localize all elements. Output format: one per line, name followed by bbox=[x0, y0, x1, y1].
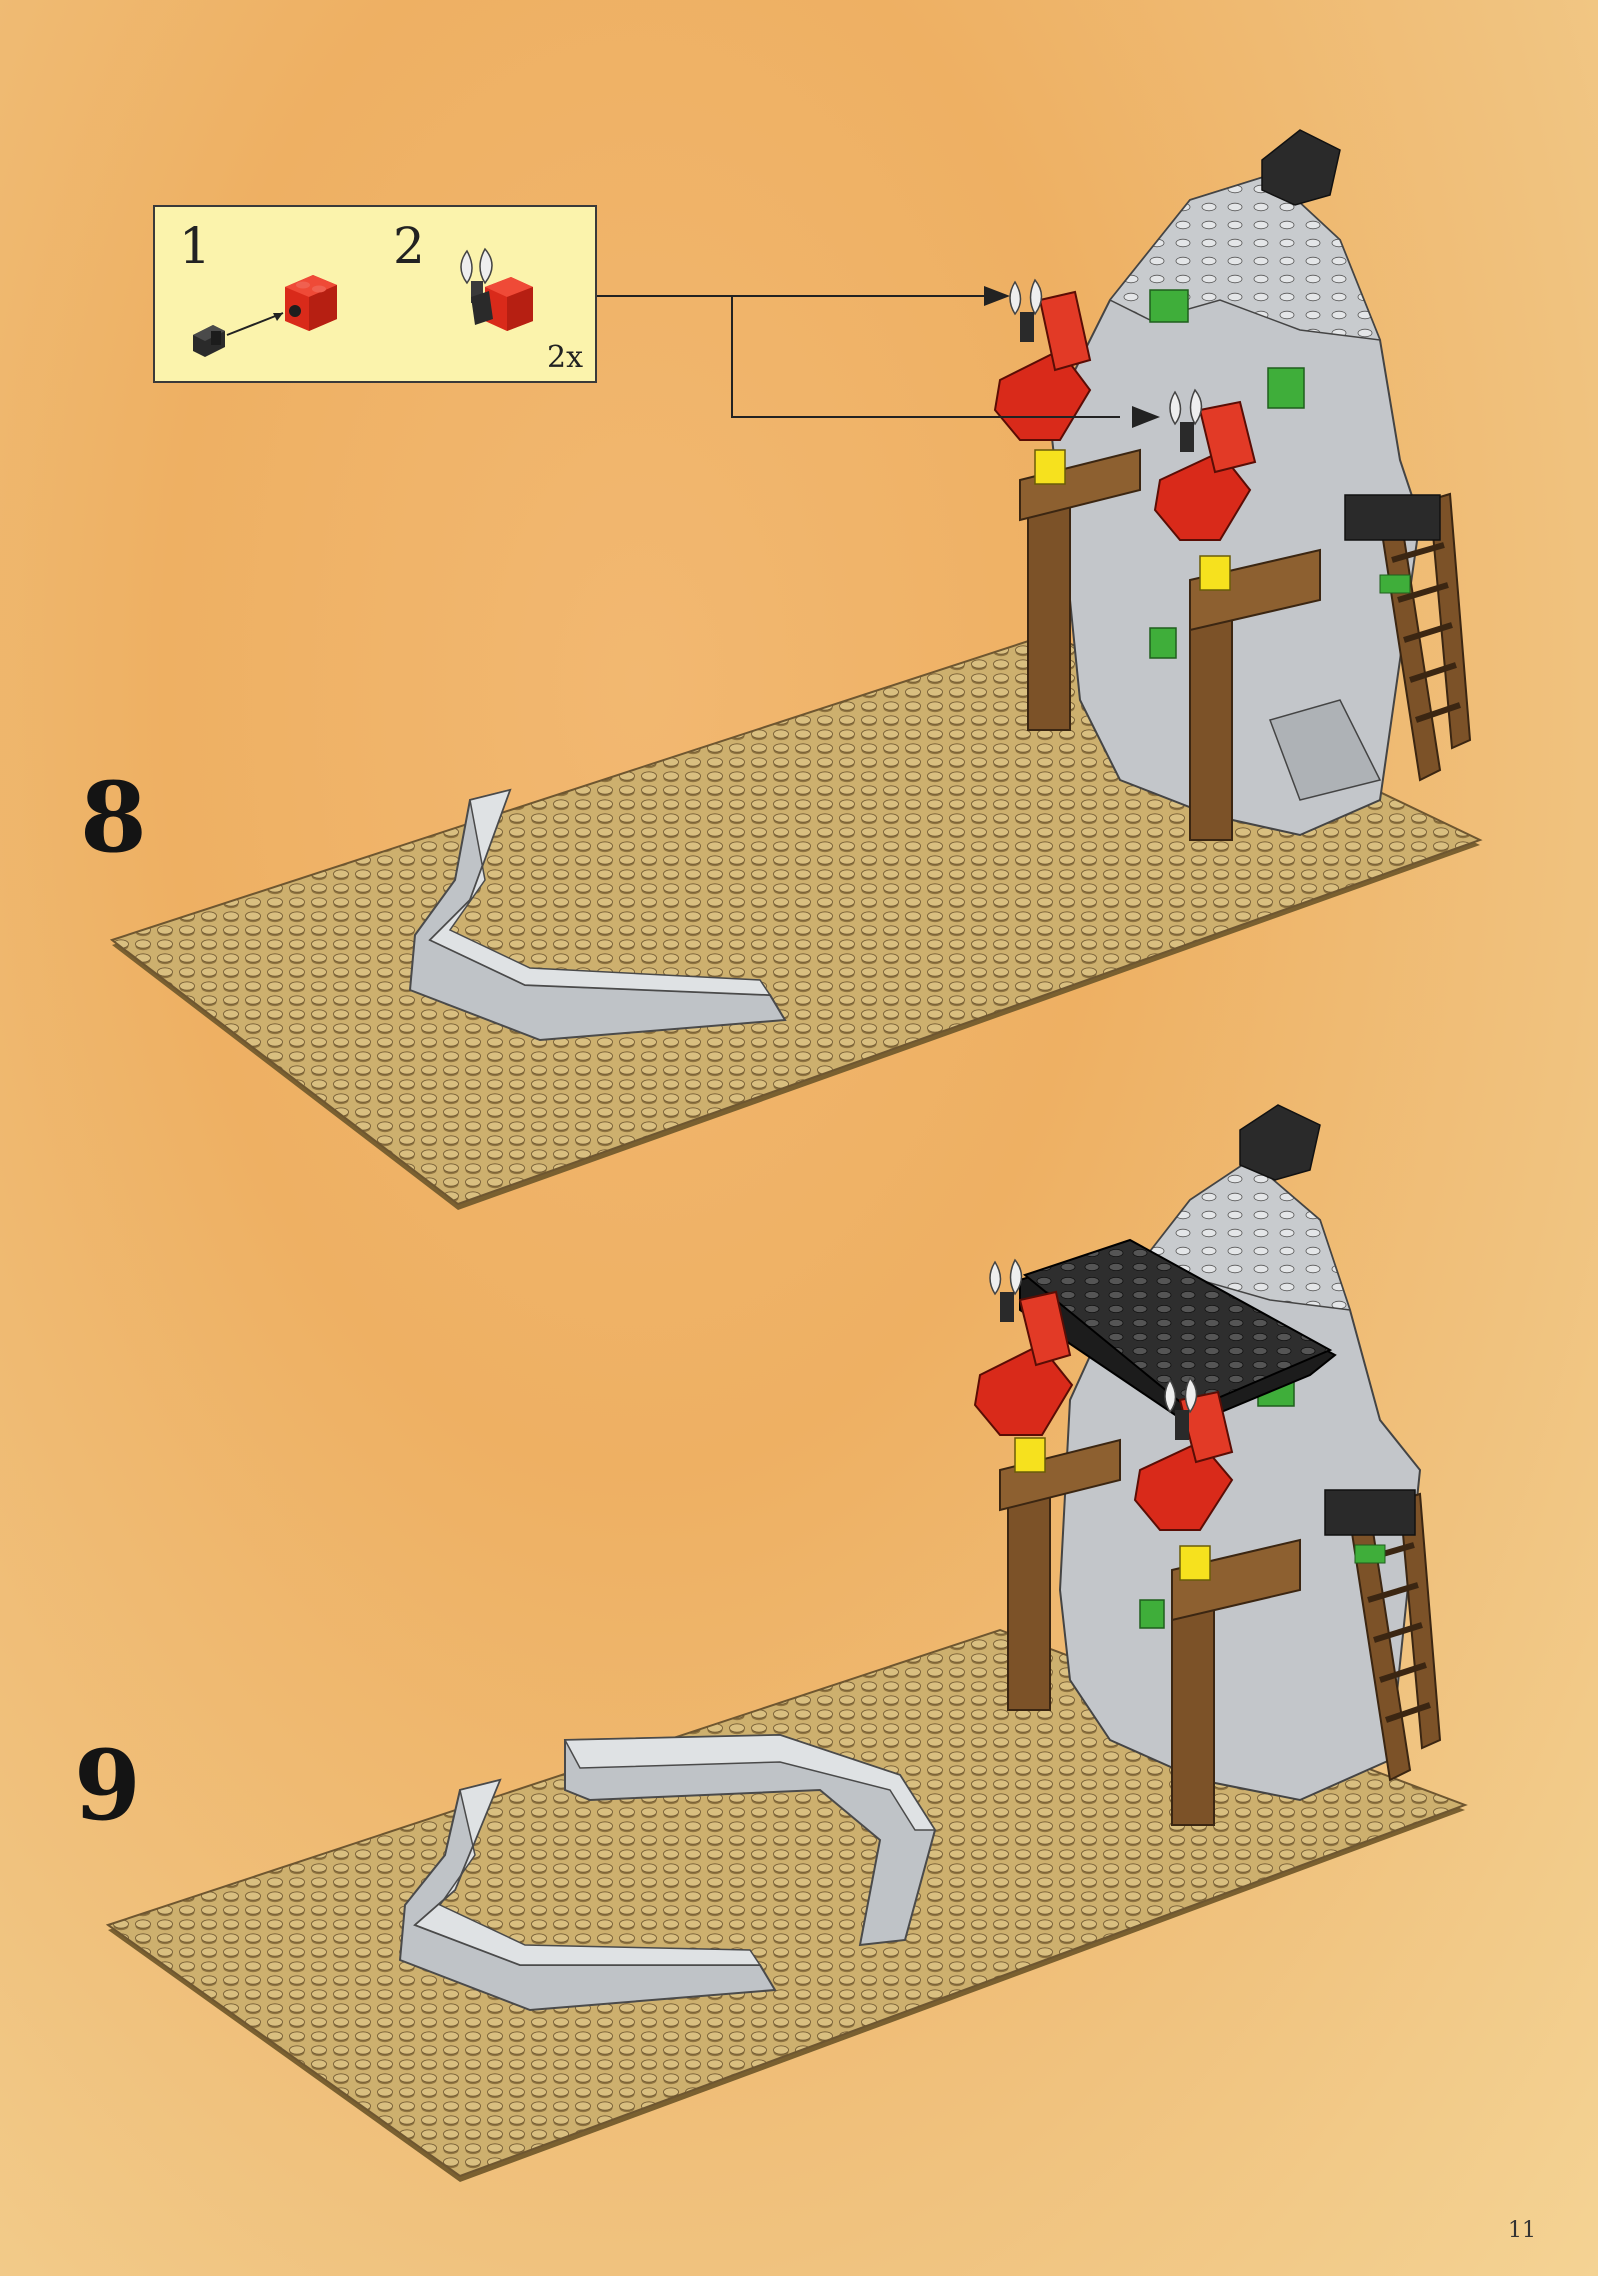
step-8-model bbox=[112, 130, 1480, 1210]
sword-icon bbox=[990, 1260, 1022, 1322]
step-9-model bbox=[108, 1105, 1465, 2182]
sword-icon bbox=[1010, 280, 1042, 342]
